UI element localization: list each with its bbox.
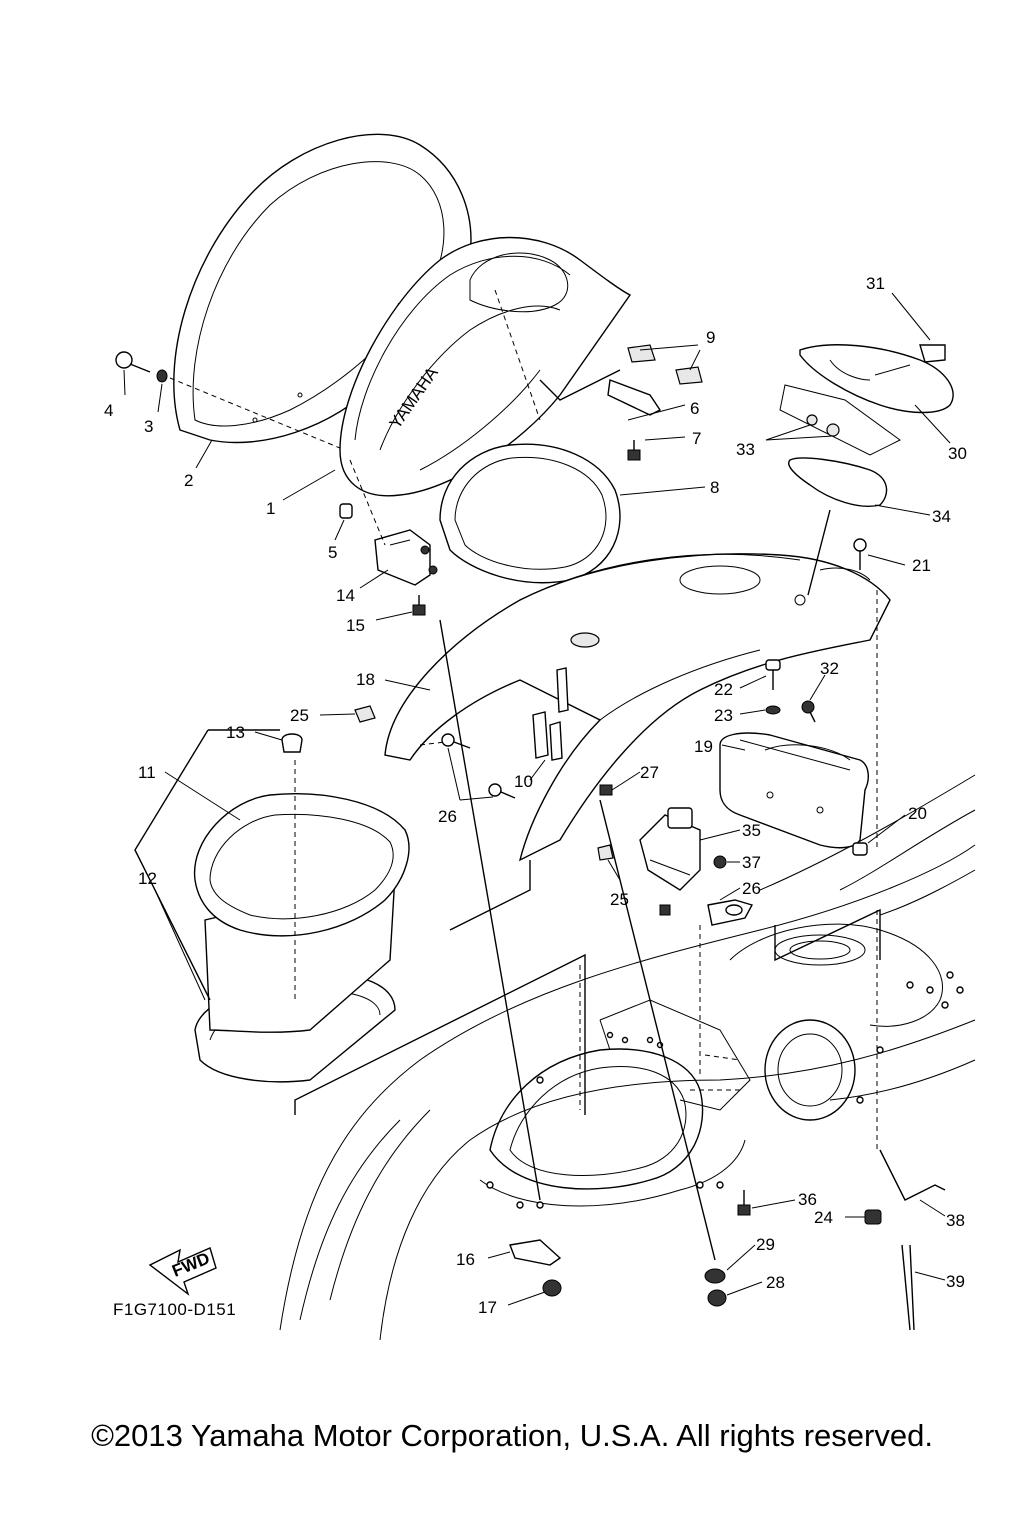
label-part-8: 8 [710, 478, 719, 497]
label-part-6: 6 [690, 399, 699, 418]
label-part-32: 31 [866, 274, 885, 293]
label-part-4: 4 [104, 401, 113, 420]
label-part-18: 18 [356, 670, 375, 689]
label-part-33: 32 [820, 659, 839, 678]
part-6-bracket [607, 379, 662, 416]
label-part-38: 37 [742, 853, 761, 872]
part-labels: 4 3 2 1 5 31 9 6 7 33 30 8 34 21 14 15 3… [104, 274, 967, 1317]
leader-lines [123, 292, 951, 1306]
label-part-17: 17 [478, 1298, 497, 1317]
label-part-22: 22 [714, 680, 733, 699]
label-part-29: 28 [766, 1273, 785, 1292]
label-part-10: 10 [514, 772, 533, 791]
part-9-pads [627, 344, 703, 385]
label-part-13: 13 [226, 723, 245, 742]
assembly-lines [169, 289, 878, 1261]
label-part-9: 9 [706, 328, 715, 347]
part-14-hinge [374, 529, 438, 586]
bracket-lines [134, 369, 881, 1115]
part-18-deck-panel [384, 553, 891, 862]
label-part-30: 29 [756, 1235, 775, 1254]
part-39-bracket [879, 1149, 946, 1201]
label-part-25a: 25 [290, 706, 309, 725]
label-part-15: 15 [346, 616, 365, 635]
part-10-clips [532, 667, 569, 761]
label-part-35: 34 [932, 507, 951, 526]
label-part-37: 36 [798, 1190, 817, 1209]
label-part-23: 23 [714, 706, 733, 725]
part-34-latch [779, 384, 901, 456]
part-31-lid [799, 344, 954, 414]
label-part-2: 2 [184, 471, 193, 490]
copyright-notice: ©2013 Yamaha Motor Corporation, U.S.A. A… [91, 1418, 933, 1453]
hull-holes [486, 971, 964, 1209]
part-8-seal [439, 443, 621, 584]
part-11-bucket [193, 760, 410, 1083]
part-40-rod [901, 1244, 915, 1331]
label-part-16: 16 [456, 1250, 475, 1269]
label-part-40: 39 [946, 1272, 965, 1291]
label-part-12: 12 [138, 869, 157, 888]
label-part-19: 19 [694, 737, 713, 756]
label-part-7: 7 [692, 429, 701, 448]
label-part-11: 11 [138, 763, 156, 782]
part-27-bracket [707, 899, 754, 926]
label-part-24: 24 [814, 1208, 833, 1227]
parts-diagram: YAMAHA [104, 133, 976, 1341]
fasteners [115, 344, 946, 1307]
label-part-25b: 25 [610, 890, 629, 909]
part-35-pad [788, 457, 888, 507]
label-part-34: 33 [736, 440, 755, 459]
label-part-14: 14 [336, 586, 355, 605]
label-part-26: 26 [438, 807, 457, 826]
part-36-latch [639, 807, 701, 891]
fwd-arrow-icon: FWD [148, 1247, 217, 1296]
label-part-3: 3 [144, 417, 153, 436]
part-1-top-cover: YAMAHA [339, 236, 632, 497]
label-part-5: 5 [328, 543, 337, 562]
label-part-28: 27 [640, 763, 659, 782]
part-16-plate [509, 1239, 562, 1266]
part-19-glovebox [719, 732, 869, 849]
label-part-1: 1 [266, 499, 275, 518]
label-part-31: 30 [948, 444, 967, 463]
diagram-code: F1G7100-D151 [113, 1300, 237, 1319]
label-part-36: 35 [742, 821, 761, 840]
label-part-39: 38 [946, 1211, 965, 1230]
label-part-21: 21 [912, 556, 931, 575]
label-part-27: 26 [742, 879, 761, 898]
label-part-20: 20 [908, 804, 927, 823]
hull-deck [279, 774, 976, 1341]
